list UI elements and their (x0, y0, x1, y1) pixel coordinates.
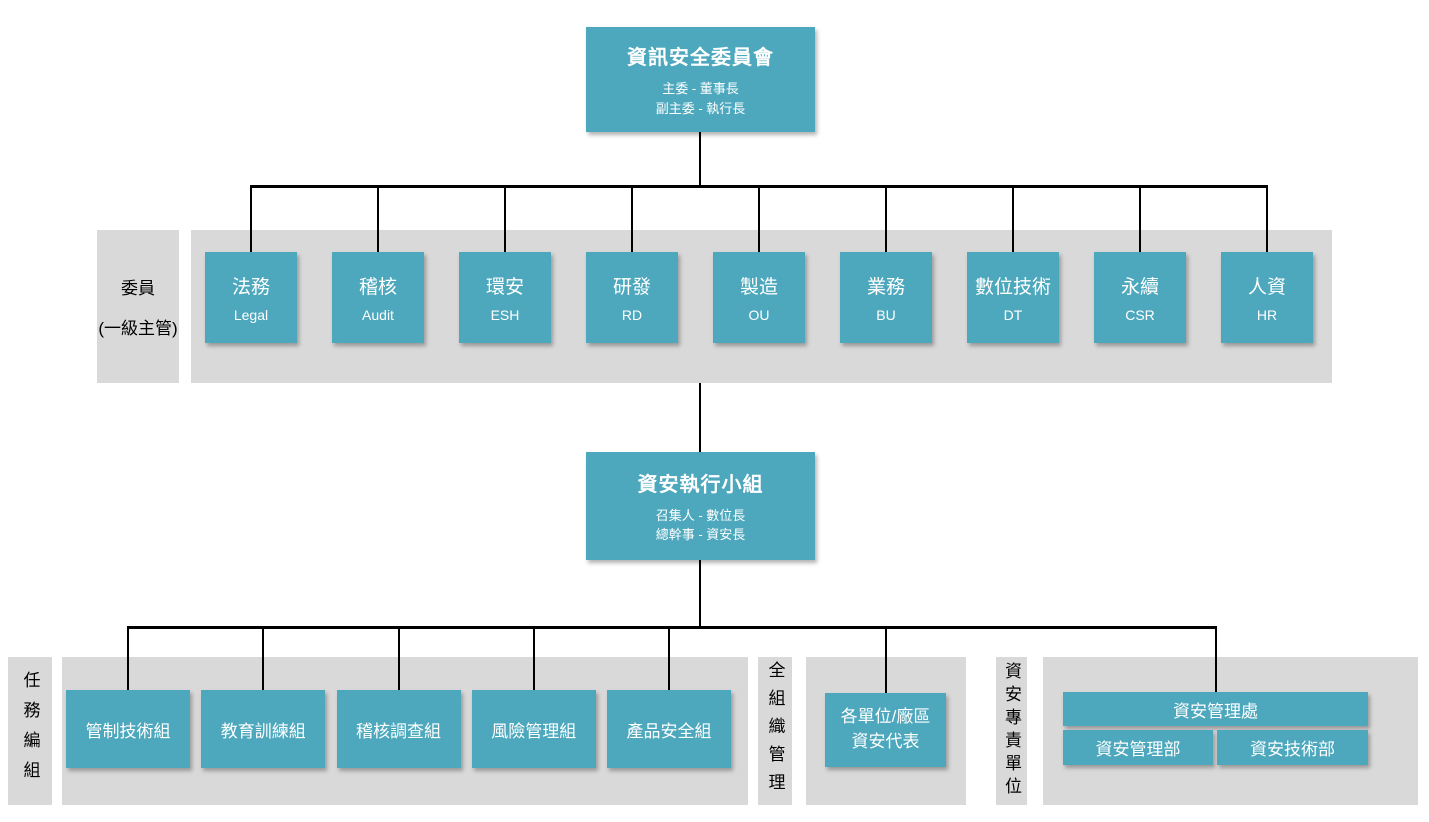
connector-drop (262, 629, 265, 690)
connector-drop (885, 187, 887, 252)
dept-box-ou: 製造 OU (713, 187, 805, 343)
task-box-label: 教育訓練組 (220, 721, 306, 741)
dept-box-hr: 人資 HR (1221, 187, 1313, 343)
task-box-risk-management: 風險管理組 (471, 629, 596, 768)
connector-drop (1214, 629, 1217, 692)
members-label-block: 委員 (一級主管) (97, 230, 179, 383)
dept-box-bu: 業務 BU (840, 187, 932, 343)
security-technology-dept-box: 資安技術部 (1217, 730, 1368, 765)
org-wide-label-block: 全組織管理 (758, 657, 792, 805)
connector-drop (504, 187, 506, 252)
dept-name-zh: 稽核 (358, 277, 397, 298)
committee-box: 資訊安全委員會 主委 - 董事長 副主委 - 執行長 (586, 27, 815, 132)
connector-drop (631, 187, 633, 252)
dedicated-unit-band: 資安管理處 資安管理部 資安技術部 (1043, 629, 1418, 805)
connector-drop (1139, 187, 1141, 252)
dept-name-zh: 製造 (739, 277, 778, 298)
committee-title: 資訊安全委員會 (627, 47, 774, 69)
dept-name-zh: 永續 (1120, 277, 1159, 298)
dept-name-zh: 環安 (485, 277, 524, 298)
dept-name-en: Audit (362, 307, 394, 323)
dept-box-legal: 法務 Legal (205, 187, 297, 343)
connector-drop (532, 629, 535, 690)
members-label-line2: (一級主管) (98, 319, 178, 338)
dept-name-zh: 研發 (612, 277, 651, 298)
connector-drop (377, 187, 379, 252)
dept-box-rd: 研發 RD (586, 187, 678, 343)
task-box-product-security: 產品安全組 (607, 629, 731, 768)
dept-name-en: ESH (490, 307, 520, 323)
connector-drop (884, 629, 887, 693)
sub-dept-label: 資安管理部 (1095, 740, 1181, 759)
sub-dept-label: 資安技術部 (1250, 740, 1335, 759)
dept-name-en: CSR (1125, 307, 1155, 323)
dept-name-en: RD (621, 307, 643, 323)
dept-name-en: HR (1256, 307, 1278, 323)
task-band: 管制技術組 教育訓練組 稽核調查組 風險管理組 產品安全組 (62, 629, 748, 805)
task-box-label: 風險管理組 (491, 721, 577, 741)
dept-name-zh: 人資 (1247, 277, 1286, 298)
security-management-division-box: 資安管理處 (1063, 629, 1368, 726)
rep-box-line1: 各單位/廠區 (840, 707, 931, 727)
committee-subtitle-1: 主委 - 董事長 (662, 81, 739, 96)
security-management-dept-box: 資安管理部 (1063, 730, 1213, 765)
security-representatives-box: 各單位/廠區 資安代表 (825, 629, 946, 767)
dept-name-en: BU (876, 307, 896, 323)
connector-band-to-executive (699, 381, 701, 453)
members-band: 法務 Legal 稽核 Audit 環安 ESH 研發 RD 製造 OU 業務 … (191, 187, 1332, 383)
connector-drop (250, 187, 252, 252)
task-section-label-block: 任務編組 (8, 657, 52, 805)
org-wide-band: 各單位/廠區 資安代表 (806, 629, 966, 805)
connector-drop (668, 629, 670, 690)
dept-name-en: DT (1003, 307, 1023, 323)
dept-box-esh: 環安 ESH (459, 187, 551, 343)
committee-subtitle-2: 副主委 - 執行長 (655, 100, 746, 116)
task-section-label: 任務編組 (20, 671, 40, 791)
dept-name-zh: 法務 (231, 277, 270, 298)
connector-drop (397, 629, 400, 690)
connector-drop (1266, 187, 1268, 252)
dedicated-unit-label: 資安專責單位 (1002, 662, 1021, 800)
connector-drop (1012, 187, 1014, 252)
executive-box: 資安執行小組 召集人 - 數位長 總幹事 - 資安長 (586, 452, 815, 560)
rep-box-line2: 資安代表 (851, 732, 920, 751)
executive-title: 資安執行小組 (637, 473, 764, 496)
dept-box-audit: 稽核 Audit (332, 187, 424, 343)
org-wide-label: 全組織管理 (765, 661, 785, 801)
executive-subtitle-1: 召集人 - 數位長 (655, 507, 746, 523)
task-box-label: 產品安全組 (626, 721, 712, 741)
task-box-control-tech: 管制技術組 (66, 629, 190, 768)
executive-subtitle-2: 總幹事 - 資安長 (655, 527, 746, 542)
connector-bottom-horizontal (127, 626, 1217, 629)
dept-name-en: OU (748, 307, 770, 323)
task-box-label: 管制技術組 (85, 721, 171, 741)
division-label: 資安管理處 (1173, 701, 1258, 721)
dept-box-csr: 永續 CSR (1094, 187, 1186, 343)
dept-box-dt: 數位技術 DT (967, 187, 1059, 343)
connector-executive-down (699, 558, 701, 628)
connector-members-horizontal (250, 185, 1268, 188)
dept-name-en: Legal (233, 307, 269, 323)
connector-committee-down (699, 130, 701, 187)
task-box-education-training: 教育訓練組 (201, 629, 326, 768)
members-label-line1: 委員 (121, 279, 155, 298)
task-box-label: 稽核調查組 (356, 721, 441, 741)
task-box-audit-investigation: 稽核調查組 (336, 629, 461, 768)
dept-name-zh: 數位技術 (974, 277, 1051, 298)
connector-drop (127, 629, 129, 690)
dedicated-unit-label-block: 資安專責單位 (996, 657, 1027, 805)
connector-drop (758, 187, 760, 252)
dept-name-zh: 業務 (866, 277, 905, 298)
